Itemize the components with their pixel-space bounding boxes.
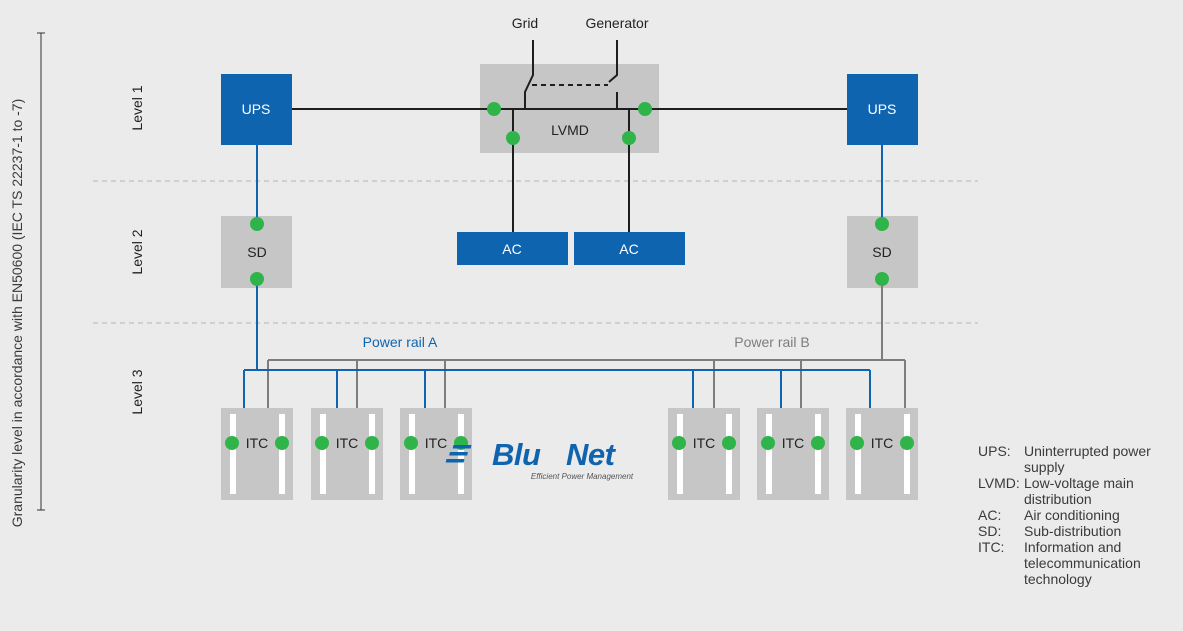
- legend-abbr: LVMD:: [978, 475, 1020, 491]
- sd-left-out-dot: [250, 272, 264, 286]
- rail-a-drops: [243, 370, 871, 409]
- logo-tagline: Efficient Power Management: [531, 472, 634, 481]
- itc-rack-3: ITC: [400, 408, 472, 500]
- itc-4-label: ITC: [693, 435, 716, 451]
- sd-left-in-dot: [250, 217, 264, 231]
- legend-row-lvmd: LVMD: Low-voltage main distribution: [978, 475, 1183, 507]
- level-1-label: Level 1: [129, 85, 145, 130]
- legend-abbr: ITC:: [978, 539, 1005, 555]
- legend-desc: Uninterrupted power supply: [1024, 443, 1151, 475]
- legend: UPS: Uninterrupted power supply LVMD: Lo…: [978, 443, 1183, 587]
- legend-row-sd: SD: Sub-distribution: [978, 523, 1183, 539]
- itc-6-label: ITC: [871, 435, 894, 451]
- itc-1-label: ITC: [246, 435, 269, 451]
- lvmd-left-dot: [487, 102, 501, 116]
- itc-3-label: ITC: [425, 435, 448, 451]
- legend-desc: Low-voltage main distribution: [1024, 475, 1134, 507]
- legend-desc: Sub-distribution: [1024, 523, 1122, 539]
- lvmd-label: LVMD: [551, 122, 589, 138]
- granularity-side-label: Granularity level in accordance with EN5…: [9, 99, 25, 528]
- itc-5-label: ITC: [782, 435, 805, 451]
- legend-abbr: SD:: [978, 523, 1002, 539]
- legend-desc: Air conditioning: [1024, 507, 1120, 523]
- itc-rack-6: ITC: [846, 408, 918, 500]
- legend-row-ups: UPS: Uninterrupted power supply: [978, 443, 1183, 475]
- rail-b-drops: [267, 360, 906, 409]
- power-rail-a-label: Power rail A: [363, 334, 438, 350]
- bluenet-logo: Blu Net Efficient Power Management: [445, 437, 634, 481]
- legend-abbr: UPS:: [978, 443, 1011, 459]
- level-3-label: Level 3: [129, 369, 145, 414]
- itc-rack-2: ITC: [311, 408, 383, 500]
- ac-1-label: AC: [502, 241, 521, 257]
- legend-row-itc: ITC: Information and telecommunication t…: [978, 539, 1183, 587]
- ac-2-label: AC: [619, 241, 638, 257]
- ups-left-box: [221, 74, 292, 145]
- itc-rack-1: ITC: [221, 408, 293, 500]
- transfer-switch: [524, 40, 618, 109]
- generator-label: Generator: [585, 15, 648, 31]
- lvmd-right-dot: [638, 102, 652, 116]
- lvmd-ac1-dot: [506, 131, 520, 145]
- sd-left-label: SD: [247, 244, 266, 260]
- level-2-label: Level 2: [129, 229, 145, 274]
- ups-right-box: [847, 74, 918, 145]
- ac-1-box: [457, 232, 568, 265]
- sd-right-in-dot: [875, 217, 889, 231]
- itc-2-label: ITC: [336, 435, 359, 451]
- lvmd-ac2-dot: [622, 131, 636, 145]
- legend-abbr: AC:: [978, 507, 1002, 523]
- ups-right-label: UPS: [868, 101, 897, 117]
- svg-text:Blu: Blu: [492, 437, 541, 472]
- svg-text:Net: Net: [566, 437, 617, 472]
- ac-2-box: [574, 232, 685, 265]
- itc-rack-4: ITC: [668, 408, 740, 500]
- power-rail-b-label: Power rail B: [734, 334, 809, 350]
- connection-points: [225, 102, 914, 450]
- legend-desc: Information and telecommunication techno…: [1024, 539, 1141, 587]
- sd-right-label: SD: [872, 244, 891, 260]
- legend-row-ac: AC: Air conditioning: [978, 507, 1183, 523]
- ups-left-label: UPS: [242, 101, 271, 117]
- grid-label: Grid: [512, 15, 538, 31]
- itc-rack-5: ITC: [757, 408, 829, 500]
- sd-right-out-dot: [875, 272, 889, 286]
